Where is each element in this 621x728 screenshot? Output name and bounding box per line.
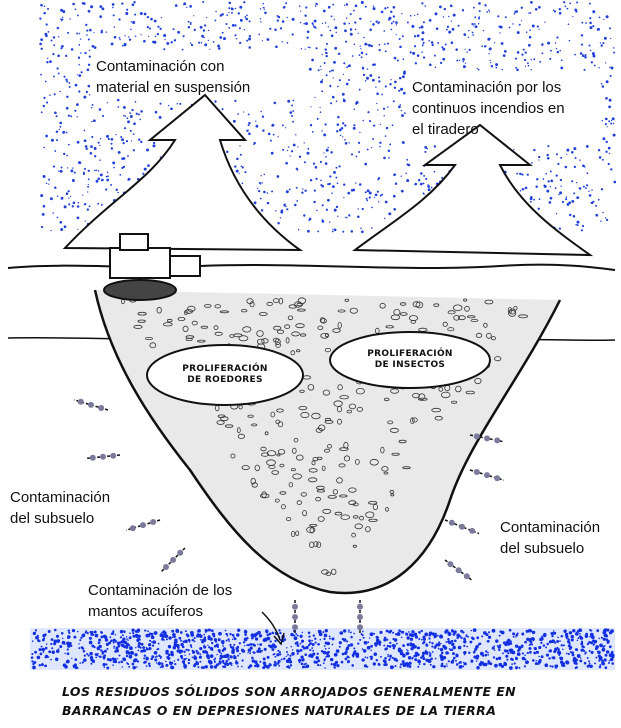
plume-arrow-left <box>65 95 300 250</box>
label-fires-line-3: el tiradero <box>412 119 565 140</box>
label-subsoil-left: Contaminación del subsuelo <box>10 487 110 529</box>
bubble-insects-line-1: Proliferación <box>345 349 475 360</box>
ground-surface <box>8 265 615 270</box>
bubble-rodents-line-1: Proliferación <box>160 364 290 375</box>
caption-line-1: Los residuos sólidos son arrojados gener… <box>62 682 602 701</box>
label-aquifers: Contaminación de los mantos acuíferos <box>88 580 232 622</box>
label-subsoil-right-line-2: del subsuelo <box>500 538 600 559</box>
label-fires: Contaminación por los continuos incendio… <box>412 77 565 140</box>
label-suspension-line-2: material en suspensión <box>96 77 250 98</box>
bubble-insects-line-2: de insectos <box>345 360 475 371</box>
caption: Los residuos sólidos son arrojados gener… <box>62 682 602 720</box>
label-subsoil-right: Contaminación del subsuelo <box>500 517 600 559</box>
aquifer-water-band <box>30 628 615 670</box>
bubble-insects: Proliferación de insectos <box>345 349 475 371</box>
label-aquifers-line-1: Contaminación de los <box>88 580 232 601</box>
label-subsoil-left-line-2: del subsuelo <box>10 508 110 529</box>
caption-line-2: barrancas o en depresiones naturales de … <box>62 701 602 720</box>
label-aquifers-line-2: mantos acuíferos <box>88 601 232 622</box>
bubble-rodents-line-2: de roedores <box>160 375 290 386</box>
label-fires-line-2: continuos incendios en <box>412 98 565 119</box>
label-suspension: Contaminación con material en suspensión <box>96 56 250 98</box>
label-subsoil-right-line-1: Contaminación <box>500 517 600 538</box>
garbage-pit <box>95 290 560 593</box>
label-suspension-line-1: Contaminación con <box>96 56 250 77</box>
label-fires-line-1: Contaminación por los <box>412 77 565 98</box>
label-subsoil-left-line-1: Contaminación <box>10 487 110 508</box>
bubble-rodents: Proliferación de roedores <box>160 364 290 386</box>
